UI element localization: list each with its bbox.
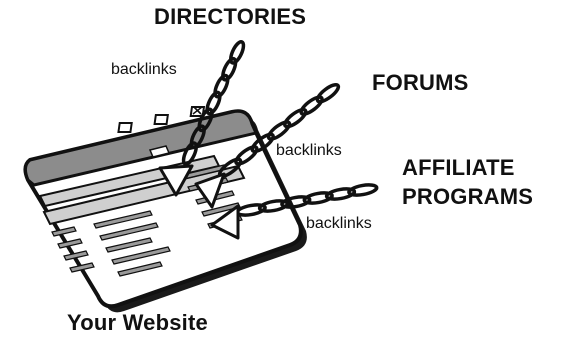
label-your-website: Your Website [67, 310, 208, 335]
chain-link-icon [205, 90, 222, 116]
chain-link-icon [315, 82, 341, 104]
chain-link-icon [283, 107, 308, 129]
minimize-icon [117, 122, 133, 133]
arrowhead-icon [210, 204, 240, 240]
chain-link-icon [229, 40, 246, 65]
arrowhead-icon [158, 164, 194, 197]
backlink-arrows [158, 164, 240, 240]
chain-link-icon [234, 145, 259, 166]
chain-link-icon [221, 56, 238, 82]
label-backlinks-forums: backlinks [276, 142, 342, 159]
label-backlinks-directories: backlinks [111, 61, 177, 78]
chain-link-icon [181, 141, 198, 166]
maximize-icon [153, 114, 169, 125]
chain-link-icon [257, 199, 290, 213]
label-affiliate: AFFILIATE [402, 155, 515, 180]
backlink-chains [181, 40, 379, 217]
chain-link-icon [189, 124, 206, 150]
chain-link-icon [250, 132, 275, 154]
label-directories: DIRECTORIES [154, 4, 307, 29]
chain-link-icon [280, 195, 312, 209]
chain-link-icon [197, 107, 214, 133]
chain-link-icon [347, 183, 379, 197]
arrowhead-icon [194, 172, 226, 209]
window-controls [117, 106, 206, 133]
chain-link-icon [324, 187, 357, 201]
chain-link-icon [302, 191, 334, 205]
label-forums: FORUMS [372, 70, 469, 95]
chain-link-icon [266, 120, 292, 141]
chain-link-icon [299, 95, 324, 116]
label-backlinks-affiliate: backlinks [306, 215, 372, 232]
chain-link-icon [213, 73, 230, 99]
label-programs: PROGRAMS [402, 184, 534, 209]
